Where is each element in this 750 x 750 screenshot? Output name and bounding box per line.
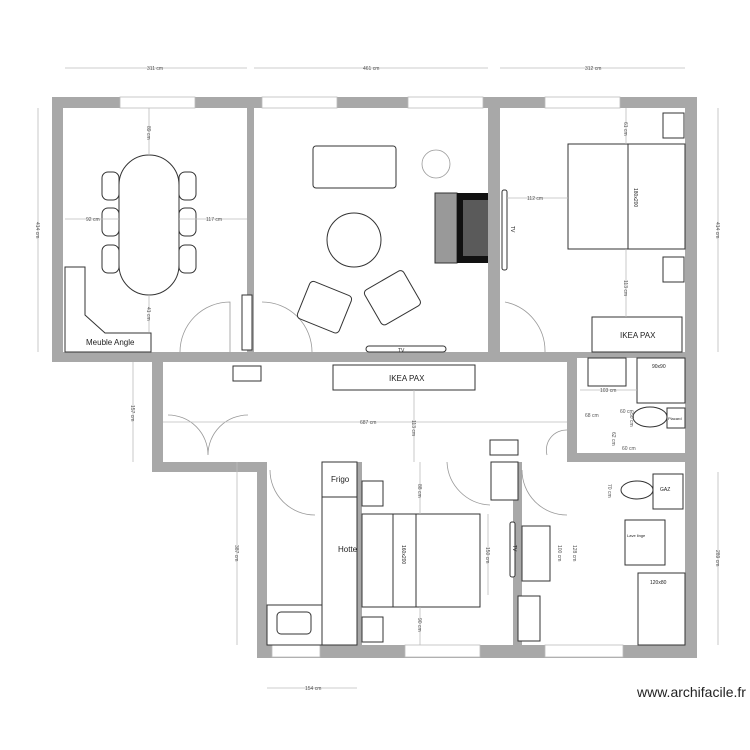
tv-bedroom-2: [509, 521, 516, 578]
toilet-2: [620, 480, 654, 500]
fireplace-opening: [463, 200, 488, 256]
tv-bedroom-1-label: TV: [509, 226, 515, 233]
dimension-lines: [37, 67, 719, 689]
washer-label: Lave linge: [627, 533, 646, 538]
dim-kitchen-height: 387 cm: [233, 545, 239, 561]
dim-top-right: 312 cm: [585, 66, 601, 72]
hood-label: Hotte: [338, 545, 358, 554]
toilet: [632, 406, 668, 428]
dim-corridor-length: 687 cm: [360, 420, 376, 426]
washbasin: [587, 357, 627, 387]
closet-label: Placard: [668, 416, 682, 421]
windows: [119, 96, 624, 658]
shower-label: 120x80: [650, 580, 667, 586]
dim-bed1-bottom: 113 cm: [622, 280, 628, 296]
nightstand: [662, 256, 685, 283]
dim-bed2-bottom: 90 cm: [416, 618, 422, 632]
bed-2: [361, 513, 481, 608]
dimension-labels: 311 cm 461 cm 312 cm 414 cm 414 cm 157 c…: [34, 66, 720, 692]
watermark: www.archifacile.fr: [636, 684, 746, 700]
bed-1-label: 180x200: [632, 188, 638, 207]
counter: [321, 496, 358, 646]
kitchen-sink: [276, 611, 312, 635]
fridge-label: Frigo: [331, 475, 350, 484]
side-table: [421, 149, 451, 179]
tv-bedroom-1: [501, 189, 508, 271]
dim-dining-bottom: 41 cm: [145, 307, 151, 321]
dim-kitchen-width: 154 cm: [305, 686, 321, 692]
ikea-pax-corridor: [332, 364, 476, 391]
dim-dining-right: 117 cm: [206, 217, 222, 223]
dim-corridor-depth: 113 cm: [410, 420, 416, 436]
nightstand: [361, 616, 384, 643]
corner-unit-label: Meuble Angle: [86, 338, 135, 347]
shower: [637, 572, 686, 646]
radiators: [232, 294, 519, 501]
armchair: [363, 270, 421, 326]
dim-dining-left: 92 cm: [86, 217, 100, 223]
dim-bath-height: 289 cm: [714, 550, 720, 566]
dim-top-left: 311 cm: [147, 66, 163, 72]
dim-wc-e: 50 cm: [628, 413, 634, 427]
bed-1: [567, 143, 686, 250]
dim-bed2-right: 150 cm: [484, 547, 490, 563]
dim-wc-b: 60 cm: [620, 409, 634, 415]
nightstand: [662, 112, 685, 139]
gas-boiler: [652, 473, 684, 510]
dim-wc-d: 60 cm: [622, 446, 636, 452]
dim-dining-top: 89 cm: [145, 126, 151, 140]
dim-wc-c: 62 cm: [610, 432, 616, 446]
dim-bed1-top: 61 cm: [622, 122, 628, 136]
bed-2-label: 160x200: [400, 545, 406, 564]
armchair: [296, 280, 353, 334]
dim-gaz-depth: 70 cm: [606, 484, 612, 498]
closet: [666, 407, 686, 429]
dim-sink-width: 100 cm: [556, 545, 562, 561]
bath-sink: [521, 525, 551, 582]
dim-bed2-top: 88 cm: [416, 484, 422, 498]
tv-living-label: TV: [398, 348, 405, 354]
fireplace: [434, 192, 458, 264]
ikea-pax-corridor-label: IKEA PAX: [389, 374, 425, 383]
small-shower: [636, 357, 686, 404]
dim-sink-depth: 128 cm: [571, 545, 577, 561]
doors: [167, 301, 568, 516]
dim-left-height: 414 cm: [34, 222, 40, 238]
dim-wc-a: 68 cm: [585, 413, 599, 419]
tv-bedroom-2-label: TV: [511, 545, 517, 552]
corner-unit: [64, 266, 152, 353]
ikea-pax-bedroom: [591, 316, 683, 353]
ikea-pax-bedroom-label: IKEA PAX: [620, 331, 656, 340]
small-shower-label: 90x90: [652, 364, 666, 370]
dim-top-mid: 461 cm: [363, 66, 379, 72]
dim-right-height: 414 cm: [714, 222, 720, 238]
washing-machine: [624, 519, 666, 566]
fridge: [321, 461, 358, 498]
dining-table: [101, 154, 197, 296]
dim-bed1-left: 112 cm: [527, 196, 543, 202]
bath-cabinet: [517, 595, 541, 642]
sofa: [312, 145, 397, 189]
tv-stand: [365, 345, 447, 353]
dim-corridor-height: 157 cm: [129, 405, 135, 421]
coffee-table: [326, 212, 382, 268]
dim-wc-width: 103 cm: [600, 388, 616, 394]
nightstand: [361, 480, 384, 507]
gas-label: GAZ: [660, 487, 670, 493]
